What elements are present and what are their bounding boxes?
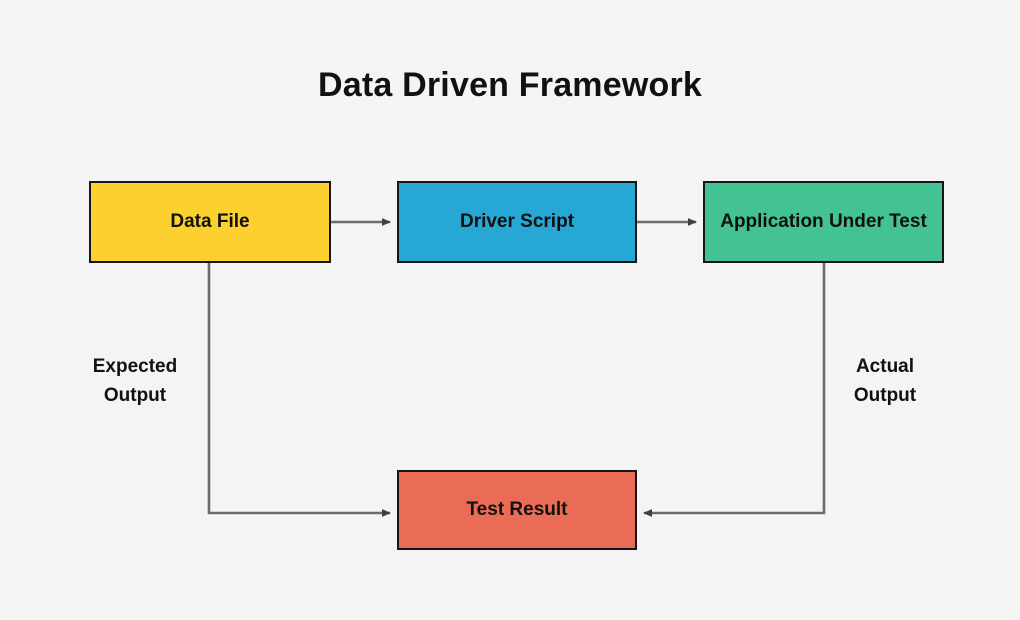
edge-aut-to-test-result: [643, 263, 826, 517]
edge-label-expected-output: Expected Output: [65, 353, 205, 410]
node-test-result-label: Test Result: [466, 499, 568, 521]
node-data-file[interactable]: Data File: [89, 181, 331, 263]
node-data-file-label: Data File: [170, 211, 250, 233]
edge-label-actual-output: Actual Output: [815, 353, 955, 410]
node-test-result[interactable]: Test Result: [397, 470, 637, 550]
edge-data-file-to-test-result: [207, 263, 391, 517]
node-application-under-test-label: Application Under Test: [720, 211, 927, 233]
node-driver-script-label: Driver Script: [459, 211, 575, 233]
edge-label-actual-output-line2: Output: [853, 384, 917, 406]
edge-label-expected-output-line1: Expected: [92, 356, 178, 377]
node-driver-script[interactable]: Driver Script: [397, 181, 637, 263]
node-application-under-test[interactable]: Application Under Test: [703, 181, 944, 263]
page-title: Data Driven Framework: [317, 66, 702, 104]
edge-label-actual-output-line1: Actual: [855, 356, 915, 377]
edge-label-expected-output-line2: Output: [103, 384, 167, 406]
